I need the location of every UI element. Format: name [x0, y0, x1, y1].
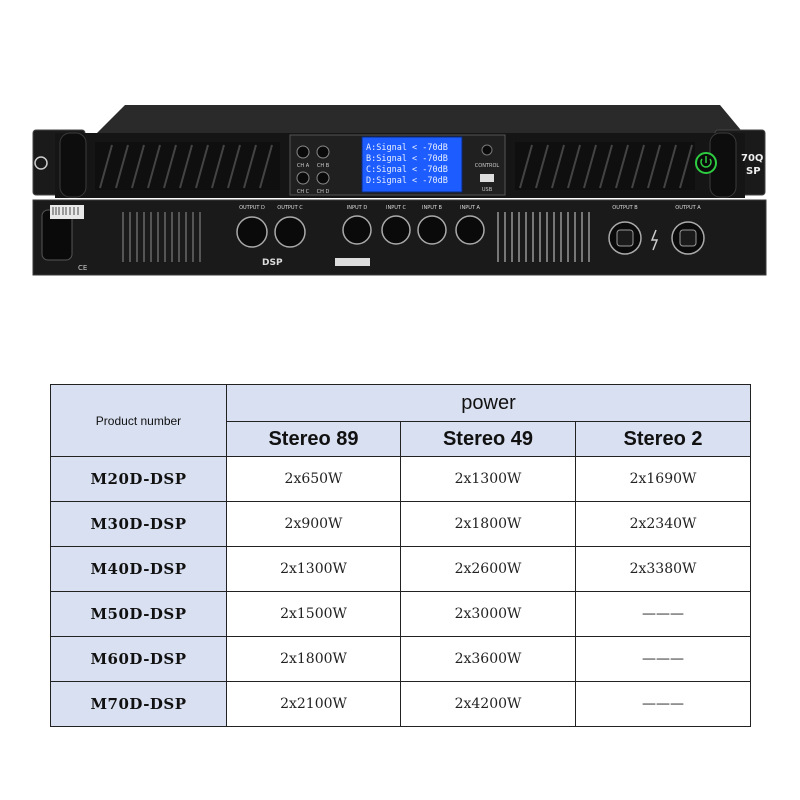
column-header-stereo-2: Stereo 2: [574, 421, 752, 457]
model-cell: M70D-DSP: [50, 681, 227, 727]
output-c-connector-icon: [274, 216, 306, 248]
amplifier-photo: CH A CH B CH C CH D A:Signal < -70dB B:S…: [32, 105, 767, 276]
model-badge-top: 70Q: [741, 153, 763, 164]
power-spec-table: Product number power Stereo 89 Stereo 49…: [50, 384, 752, 727]
value-cell: 2x650W: [226, 456, 401, 502]
control-knob-icon: [481, 144, 493, 156]
model-cell: M60D-DSP: [50, 636, 227, 682]
knob-label-a: CH A: [297, 163, 310, 169]
ce-mark: CE: [78, 264, 87, 272]
model-cell: M30D-DSP: [50, 501, 227, 547]
barcode-sticker: [50, 205, 84, 219]
model-badge-bottom: SP: [746, 166, 761, 177]
output-d-connector-icon: [236, 216, 268, 248]
channel-knobs: [296, 145, 330, 185]
table-row: M40D-DSP 2x1300W 2x2600W 2x3380W: [50, 546, 752, 592]
value-cell: 2x3380W: [574, 546, 752, 592]
value-cell: ———: [574, 681, 752, 727]
lightning-warning-icon: [650, 229, 659, 251]
value-cell: 2x1500W: [226, 591, 401, 637]
amplifier-front-panel: CH A CH B CH C CH D A:Signal < -70dB B:S…: [32, 105, 766, 198]
table-row: M70D-DSP 2x2100W 2x4200W ———: [50, 681, 752, 727]
lcd-line-c: C:Signal < -70dB: [366, 165, 448, 175]
column-header-stereo-89: Stereo 89: [226, 421, 401, 457]
model-cell: M40D-DSP: [50, 546, 227, 592]
column-header-stereo-49: Stereo 49: [400, 421, 576, 457]
knob-label-d: CH D: [317, 189, 330, 195]
value-cell: 2x4200W: [400, 681, 576, 727]
value-cell: 2x2100W: [226, 681, 401, 727]
amplifier-rear-panel: CE OUTPUT D OUTPUT C DSP INPUT D INPUT C…: [32, 199, 767, 276]
input-d-connector-icon: [342, 215, 372, 245]
product-number-header: Product number: [50, 384, 227, 457]
lcd-line-d: D:Signal < -70dB: [366, 176, 448, 186]
value-cell: 2x1300W: [400, 456, 576, 502]
table-row: M20D-DSP 2x650W 2x1300W 2x1690W: [50, 456, 752, 502]
value-cell: 2x2340W: [574, 501, 752, 547]
table-row: M60D-DSP 2x1800W 2x3600W ———: [50, 636, 752, 682]
power-header: power: [225, 384, 752, 422]
knob-label-b: CH B: [317, 163, 330, 169]
knob-label-c: CH C: [297, 189, 310, 195]
control-label: CONTROL: [475, 163, 500, 169]
value-cell: 2x900W: [226, 501, 401, 547]
input-d-label: INPUT D: [347, 205, 368, 211]
value-cell: ———: [574, 636, 752, 682]
value-cell: 2x1800W: [226, 636, 401, 682]
lcd-line-a: A:Signal < -70dB: [366, 143, 448, 153]
input-b-connector-icon: [417, 215, 447, 245]
value-cell: ———: [574, 591, 752, 637]
model-cell: M50D-DSP: [50, 591, 227, 637]
model-cell: M20D-DSP: [50, 456, 227, 502]
value-cell: 2x3600W: [400, 636, 576, 682]
output-c-label: OUTPUT C: [277, 205, 303, 211]
output-b-label: OUTPUT B: [612, 205, 638, 211]
input-a-connector-icon: [455, 215, 485, 245]
output-a-label: OUTPUT A: [675, 205, 701, 211]
output-d-label: OUTPUT D: [239, 205, 265, 211]
input-c-label: INPUT C: [386, 205, 407, 211]
value-cell: 2x1690W: [574, 456, 752, 502]
input-a-label: INPUT A: [460, 205, 481, 211]
usb-port-icon: [480, 174, 494, 182]
value-cell: 2x1300W: [226, 546, 401, 592]
dsp-label: DSP: [262, 258, 283, 268]
input-b-label: INPUT B: [422, 205, 443, 211]
value-cell: 2x3000W: [400, 591, 576, 637]
usb-label: USB: [482, 187, 493, 193]
value-cell: 2x1800W: [400, 501, 576, 547]
serial-label-sticker: [335, 258, 370, 266]
lcd-screen: [361, 136, 463, 193]
lcd-line-b: B:Signal < -70dB: [366, 154, 448, 164]
input-c-connector-icon: [381, 215, 411, 245]
brand-logo-icon: [34, 156, 48, 170]
value-cell: 2x2600W: [400, 546, 576, 592]
table-row: M30D-DSP 2x900W 2x1800W 2x2340W: [50, 501, 752, 547]
table-row: M50D-DSP 2x1500W 2x3000W ———: [50, 591, 752, 637]
